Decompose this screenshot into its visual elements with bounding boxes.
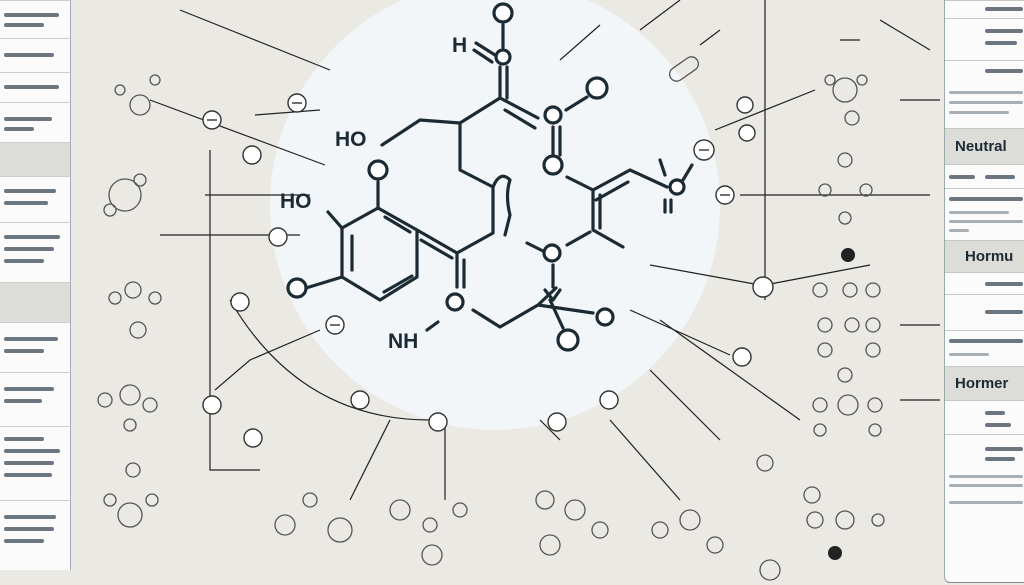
fragment-icons [97, 56, 885, 581]
ho-upper-label: HO [335, 128, 367, 151]
dark-dot [828, 546, 842, 560]
header-hormu: Hormu [945, 240, 1024, 272]
h-label: H [452, 34, 467, 57]
nh-label: NH [388, 330, 418, 353]
right-legend-panel: Neutral Hormu Hormer [944, 0, 1024, 583]
oxygen-atoms [286, 2, 686, 352]
connector-lines [149, 0, 940, 501]
header-hormer: Hormer [945, 366, 1024, 400]
minus-marks [207, 102, 730, 326]
minus-badges [202, 93, 774, 448]
molecule-structure [304, 23, 694, 332]
plus-badge [841, 248, 855, 262]
left-legend-panel [0, 0, 71, 570]
ho-left-label: HO [280, 190, 312, 213]
backdrop-circle [270, 0, 720, 430]
header-neutral: Neutral [945, 128, 1024, 164]
